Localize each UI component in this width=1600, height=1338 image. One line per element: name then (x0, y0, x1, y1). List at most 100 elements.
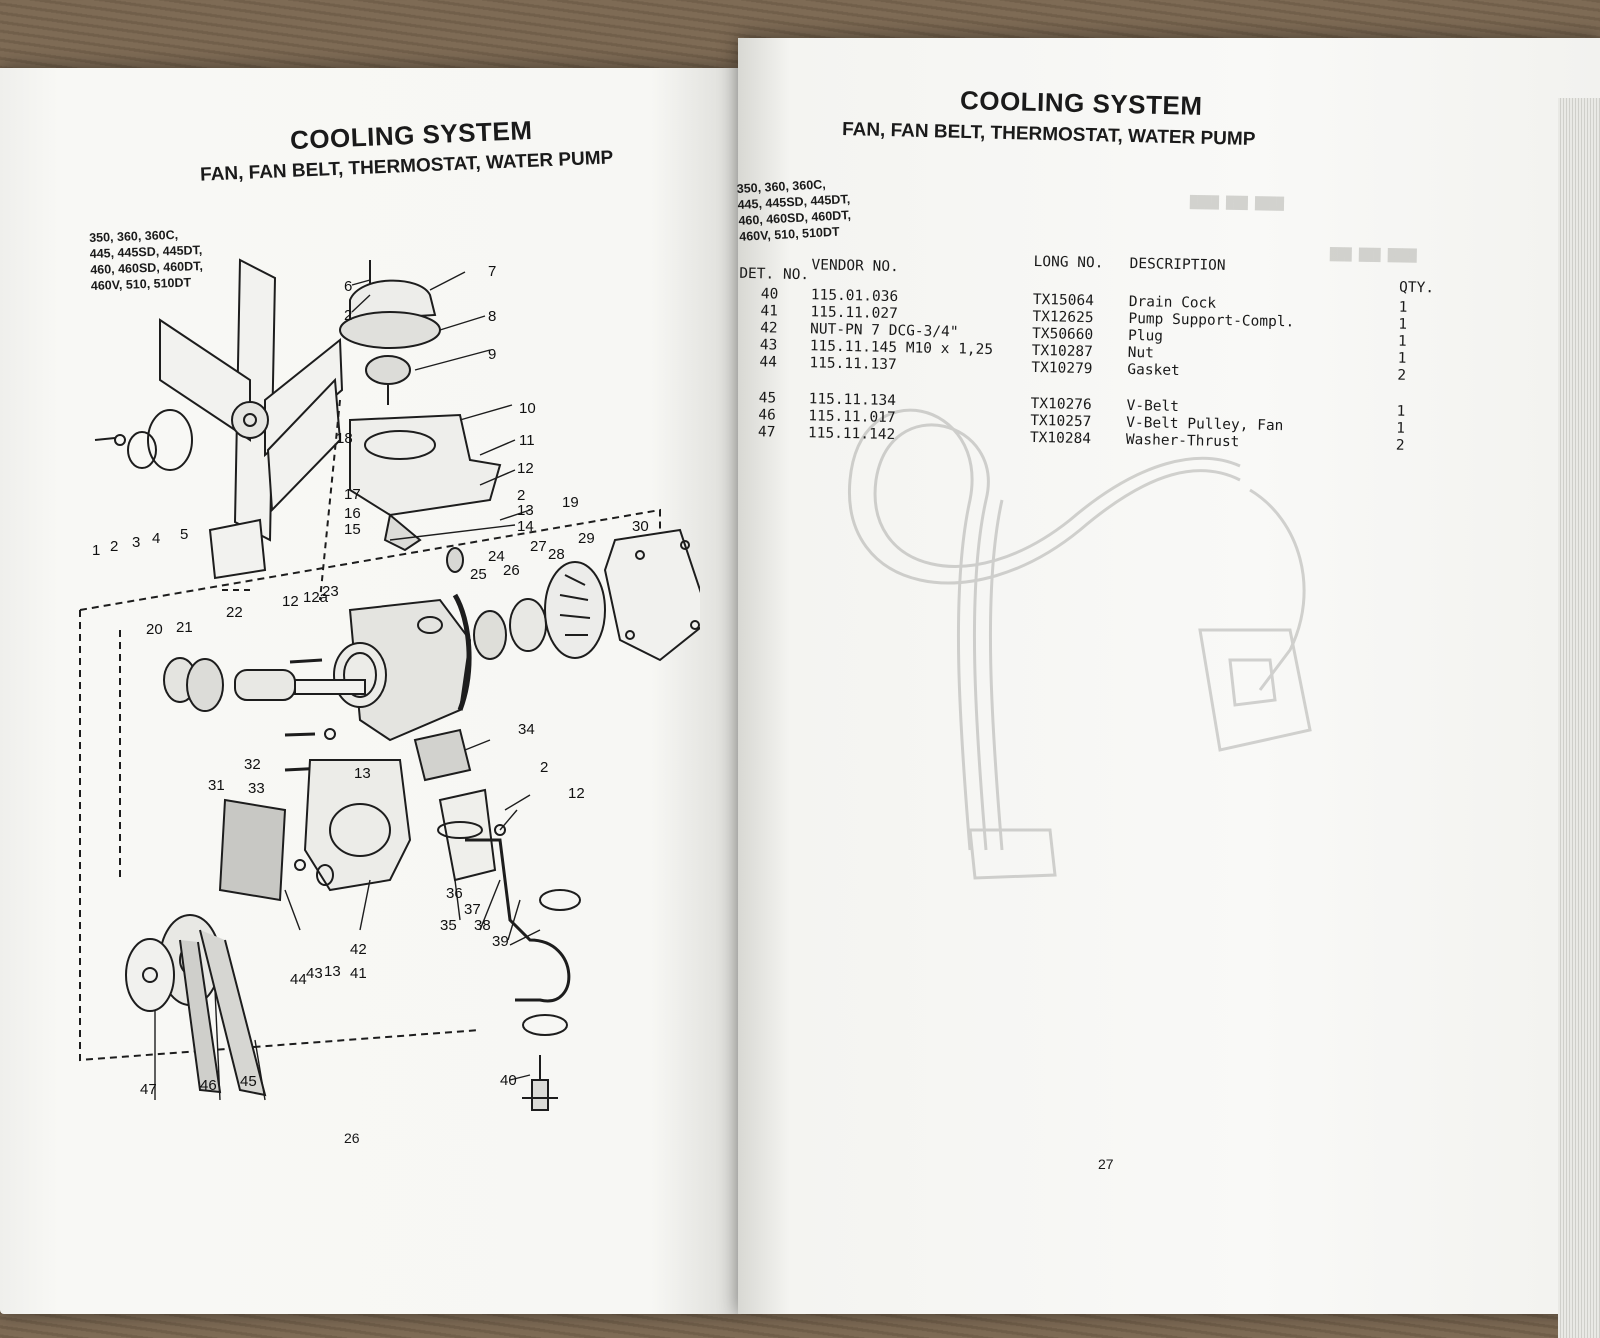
cell-det: 46 (758, 407, 776, 424)
ghost-heater-drawing (848, 408, 1312, 880)
cell-vendor: 115.11.142 (807, 425, 896, 444)
callout-15: 15 (344, 521, 361, 538)
callout-12a: 12a (303, 589, 329, 606)
impeller-icon (544, 561, 606, 659)
right-page-title: COOLING SYSTEM (959, 85, 1203, 121)
callout-40: 40 (500, 1072, 517, 1089)
cell-vendor: 115.11.134 (808, 391, 897, 410)
pulley-icon (125, 914, 267, 1097)
cell-desc: Plug (1127, 327, 1164, 345)
callout-18: 18 (336, 430, 353, 447)
callout-25: 25 (470, 566, 487, 583)
callout-19: 19 (562, 494, 579, 511)
cell-vendor: NUT-PN 7 DCG-3/4" (809, 321, 959, 341)
callout-1: 1 (92, 542, 101, 559)
callout-35: 35 (440, 917, 457, 934)
cell-long: TX12625 (1032, 308, 1094, 327)
callout-6: 6 (344, 278, 353, 295)
callout-36: 36 (446, 885, 463, 902)
cell-qty: 1 (1398, 299, 1408, 316)
left-page-subtitle: FAN, FAN BELT, THERMOSTAT, WATER PUMP (199, 147, 614, 186)
callout-13: 13 (517, 502, 534, 519)
cell-qty: 2 (1397, 367, 1407, 384)
cell-qty: 2 (1395, 437, 1405, 454)
callout-47: 47 (140, 1081, 157, 1098)
left-page-title: COOLING SYSTEM (289, 114, 533, 156)
callout-29: 29 (578, 530, 595, 547)
callout-8: 8 (488, 308, 497, 325)
callout-17: 17 (344, 486, 361, 503)
callout-26: 26 (503, 562, 520, 579)
cell-desc: Nut (1127, 344, 1155, 362)
drain-cock-icon (522, 1055, 558, 1111)
callout-13b: 13 (354, 765, 371, 782)
callout-3: 3 (132, 534, 141, 551)
cell-vendor: 115.11.137 (809, 355, 897, 374)
cell-qty: 1 (1397, 350, 1407, 367)
callout-7: 7 (488, 263, 497, 280)
callout-20: 20 (146, 621, 163, 638)
thermostat-housing-icon (339, 260, 502, 552)
callout-30: 30 (632, 518, 649, 535)
cell-qty: 1 (1396, 403, 1406, 420)
callout-21: 21 (176, 619, 193, 636)
cell-vendor: 115.11.017 (808, 408, 896, 427)
cell-long: TX10287 (1031, 342, 1094, 361)
right-page-number: 27 (1098, 1156, 1114, 1172)
cell-desc: Drain Cock (1128, 293, 1217, 312)
callout-33: 33 (248, 780, 265, 797)
cell-det: 40 (760, 286, 779, 303)
cell-long: TX50660 (1031, 325, 1094, 344)
callout-2d: 2 (540, 759, 549, 776)
callout-12b: 12 (282, 593, 299, 610)
header-det-no: DET. NO. (739, 265, 810, 284)
callout-27: 27 (530, 538, 547, 555)
callout-2b: 2 (344, 307, 353, 324)
callout-23: 23 (322, 583, 339, 600)
callout-2: 2 (110, 538, 119, 555)
fan-icon (159, 258, 344, 580)
cell-long: TX10257 (1030, 412, 1092, 431)
right-page: COOLING SYSTEM FAN, FAN BELT, THERMOSTAT… (736, 38, 1600, 1338)
callout-39: 39 (492, 933, 509, 950)
callout-5: 5 (180, 526, 189, 543)
callout-9: 9 (488, 346, 497, 363)
callout-16: 16 (344, 505, 361, 522)
callout-45: 45 (240, 1073, 257, 1090)
cell-qty: 1 (1397, 333, 1407, 350)
callout-10: 10 (519, 400, 536, 417)
cell-vendor: 115.11.027 (810, 304, 898, 323)
pump-support-icon (218, 759, 412, 902)
cell-long: TX15064 (1032, 291, 1095, 310)
right-page-subtitle: FAN, FAN BELT, THERMOSTAT, WATER PUMP (841, 118, 1256, 151)
pump-shaft-icon (163, 657, 366, 772)
page-edges (1558, 98, 1600, 1338)
callout-11: 11 (519, 432, 535, 449)
cell-long: TX10284 (1029, 429, 1092, 448)
callout-37: 37 (464, 901, 481, 918)
cell-vendor: 115.01.036 (810, 287, 899, 306)
cell-det: 47 (757, 424, 776, 441)
cell-qty: 1 (1396, 420, 1406, 437)
cell-desc: V-Belt (1126, 397, 1180, 416)
cell-long: TX10279 (1031, 359, 1093, 378)
callout-31: 31 (208, 777, 225, 794)
header-long-no: LONG NO. (1033, 253, 1104, 272)
callout-13c: 13 (324, 963, 341, 980)
callout-22: 22 (226, 604, 243, 621)
left-page-number: 26 (344, 1130, 360, 1146)
callout-28: 28 (548, 546, 565, 563)
callout-12c: 12 (568, 785, 585, 802)
exploded-parts-diagram (79, 258, 700, 1111)
water-pump-icon (333, 547, 472, 742)
callout-43: 43 (306, 965, 323, 982)
cell-det: 45 (758, 390, 777, 407)
header-vendor-no: VENDOR NO. (811, 257, 899, 276)
callout-4: 4 (152, 530, 161, 547)
cell-desc: V-Belt Pulley, Fan (1126, 414, 1284, 435)
callout-42: 42 (350, 941, 367, 958)
cell-desc: Gasket (1127, 361, 1180, 380)
cell-det: 42 (759, 320, 778, 337)
cell-det: 43 (759, 337, 778, 354)
hose-icon (437, 788, 581, 1036)
